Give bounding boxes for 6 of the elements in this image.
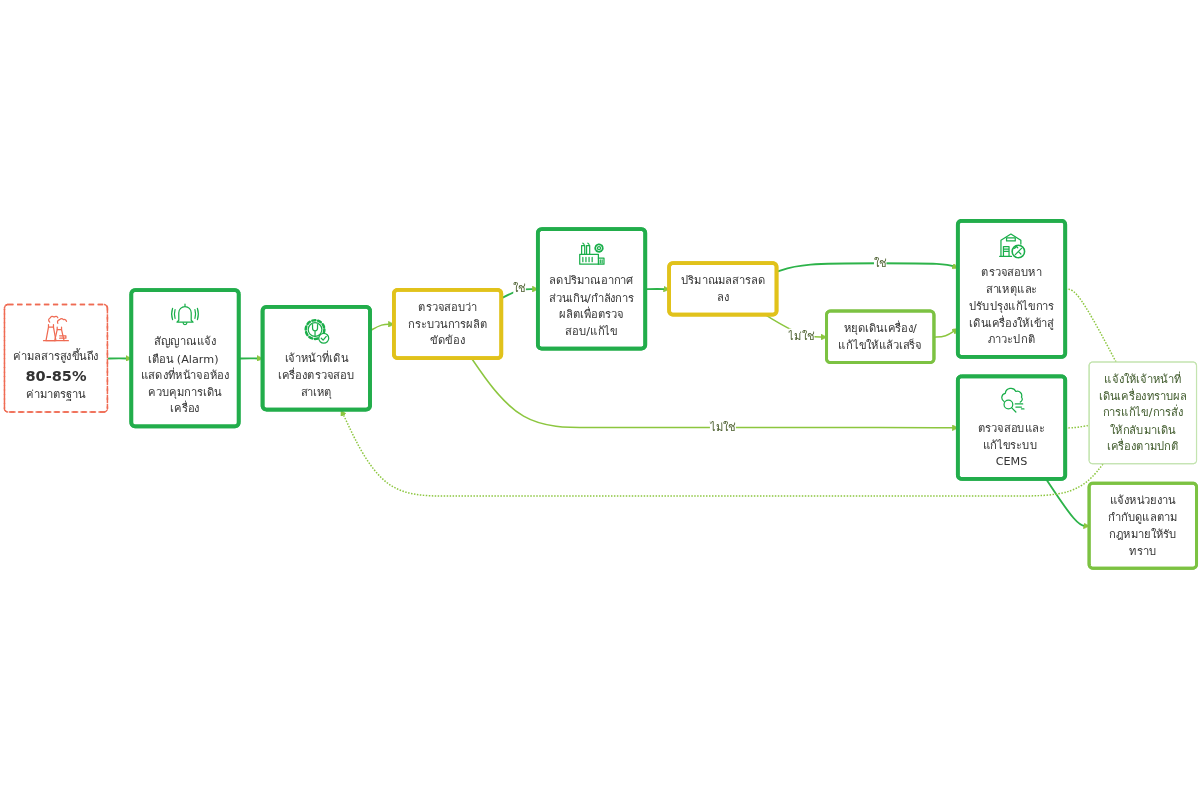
- edge-label: ไม่ใช่: [788, 329, 815, 344]
- arrow: [340, 409, 1104, 497]
- edge-label: ใช่: [513, 281, 526, 296]
- edge-label: ไม่ใช่: [709, 420, 736, 435]
- arrow: [1045, 478, 1090, 530]
- edge-label: ใช่: [873, 256, 887, 270]
